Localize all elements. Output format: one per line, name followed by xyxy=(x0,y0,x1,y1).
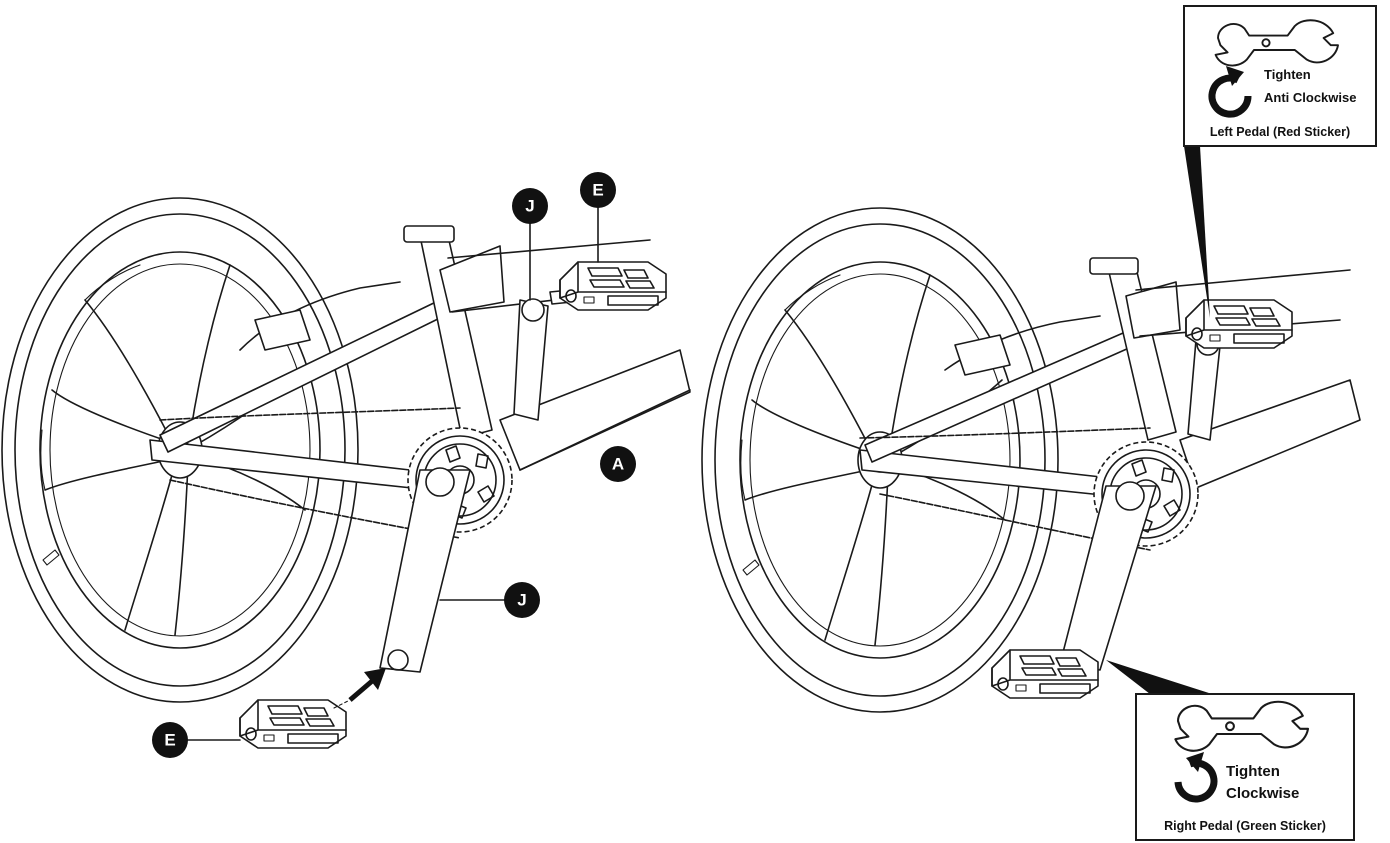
left-callout-line2: Anti Clockwise xyxy=(1264,90,1356,105)
clockwise-arrow-icon xyxy=(1174,752,1218,803)
marker-j-bottom: J xyxy=(504,582,540,618)
svg-text:E: E xyxy=(592,181,603,200)
svg-text:E: E xyxy=(164,731,175,750)
left-pedal-callout: Tighten Anti Clockwise Left Pedal (Red S… xyxy=(1183,5,1377,318)
svg-text:A: A xyxy=(612,455,624,474)
counter-clockwise-arrow-icon xyxy=(1208,66,1252,118)
right-callout-caption: Right Pedal (Green Sticker) xyxy=(1164,819,1326,833)
svg-text:J: J xyxy=(517,591,526,610)
right-callout-line2: Clockwise xyxy=(1226,785,1299,802)
right-bike-illustration xyxy=(701,207,1361,713)
marker-e-top: E xyxy=(580,172,616,208)
left-bike-illustration xyxy=(1,197,691,749)
svg-text:J: J xyxy=(525,197,534,216)
left-callout-line1: Tighten xyxy=(1264,67,1311,82)
marker-e-bottom: E xyxy=(152,722,188,758)
left-callout-caption: Left Pedal (Red Sticker) xyxy=(1210,125,1350,139)
right-callout-line1: Tighten xyxy=(1226,763,1280,780)
right-pedal-callout: Tighten Clockwise Right Pedal (Green Sti… xyxy=(1106,660,1355,841)
marker-a: A xyxy=(600,446,636,482)
marker-j-top: J xyxy=(512,188,548,224)
